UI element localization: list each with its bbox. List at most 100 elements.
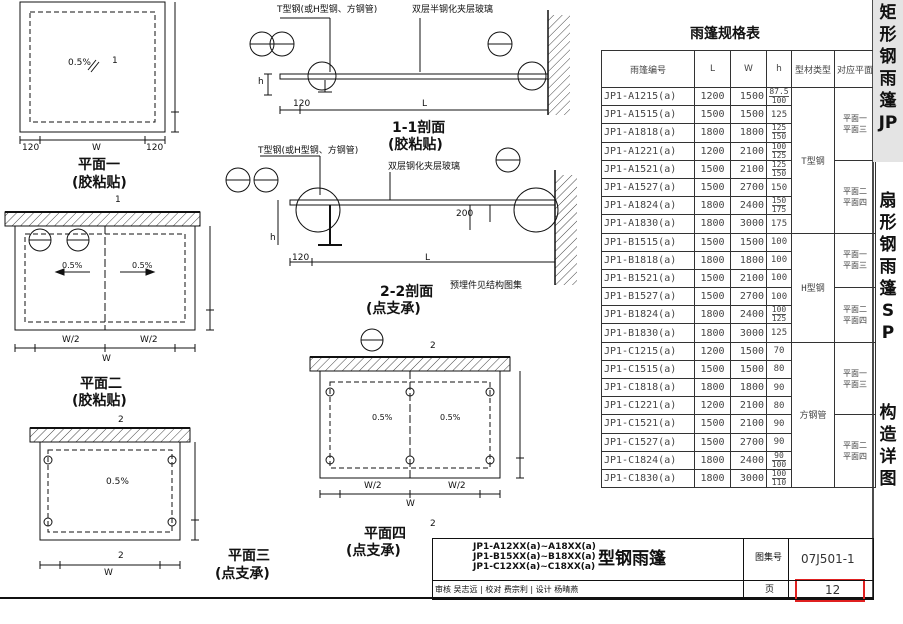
cell-no: JP1-C1521(a) [601,414,695,434]
cell-W: 1500 [730,105,767,125]
cell-h: 90 [766,414,792,434]
cell-face: 平面一 平面三 [834,87,876,161]
cell-no: JP1-A1818(a) [601,123,695,143]
spec-table-title: 雨篷规格表 [690,26,760,42]
cell-L: 1800 [694,123,731,143]
col-header-l: L [694,50,731,88]
cell-L: 1500 [694,232,731,252]
cell-face: 平面一 平面三 [834,232,876,289]
cut-mark-1b: 1 [115,195,121,205]
cell-W: 2700 [730,432,767,452]
cell-W: 2700 [730,177,767,198]
cell-W: 1500 [730,341,767,361]
section-2-2-drawing [225,147,577,285]
cell-h: 90 [766,432,792,452]
cell-W: 3000 [730,214,767,234]
spec-table-header: 雨篷编号 L W h 型材类型 对应平面 [601,50,876,88]
cell-W: 1500 [730,232,767,252]
title-divider [433,580,873,581]
cell-h: 100 [766,268,792,289]
plan-three-drawing [29,427,199,569]
cell-W: 1800 [730,250,767,270]
slope-label-plan2-left: 0.5% [62,261,83,270]
slope-label-plan1: 0.5% [68,58,91,68]
dim-w2-plan4-right: W/2 [448,481,466,491]
cell-no: JP1-C1818(a) [601,377,695,398]
title-block: JP1-A12XX(a)~A18XX(a) JP1-B15XX(a)~B18XX… [432,538,874,600]
cut-mark-1: 1 [112,56,118,66]
cell-L: 1800 [694,214,731,234]
tab-fan-steel-canopy[interactable]: 扇形钢雨篷SP [873,190,903,343]
tab-detail-drawing[interactable]: 构造详图 [873,402,903,502]
cell-W: 2400 [730,305,767,325]
atlas-number-label: 图集号 [755,553,783,563]
title-code-1: JP1-A12XX(a)~A18XX(a) [473,542,596,552]
plan-three-title: 平面三 [228,548,270,564]
cell-face: 平面二 平面四 [834,414,876,489]
plan-one-drawing [19,1,179,144]
plan-one-title: 平面一 [78,157,120,173]
dim-120-plan1-left: 120 [22,143,40,153]
cell-h: 80 [766,396,792,416]
dim-w-plan1: W [92,143,101,153]
cell-W: 2100 [730,268,767,289]
cell-L: 1800 [694,377,731,398]
section11-dim-120: 120 [293,99,311,109]
cell-W: 2400 [730,450,767,470]
cell-h: 125 [766,105,792,125]
cell-h: 125 [766,323,792,343]
slope-label-plan3: 0.5% [106,477,129,487]
page-label: 页 [765,585,775,595]
cell-no: JP1-C1515(a) [601,359,695,380]
atlas-number: 07J501-1 [801,552,855,566]
title-code-3: JP1-C12XX(a)~C18XX(a) [473,562,596,572]
tab-rect-steel-canopy[interactable]: 矩形钢雨篷JP [873,0,903,162]
section22-embed-label: 预埋件见结构图集 [450,281,523,291]
plan-two-title: 平面二 [80,376,122,392]
cell-L: 1200 [694,86,731,107]
cell-no: JP1-C1527(a) [601,432,695,452]
section-1-1-title: 1-1剖面 [392,120,446,136]
section-1-1-drawing [249,10,570,115]
cell-no: JP1-C1824(a) [601,450,695,470]
dim-w-plan4: W [406,499,415,509]
cell-W: 1800 [730,123,767,143]
section-1-1-subtitle: (胶粘贴) [388,137,443,153]
cell-W: 2400 [730,196,767,216]
cell-L: 1200 [694,141,731,161]
cell-h: 90 [766,377,792,398]
cell-no: JP1-B1818(a) [601,250,695,270]
cell-h: 175 [766,214,792,234]
cell-no: JP1-A1221(a) [601,141,695,161]
cell-L: 1800 [694,323,731,343]
col-header-face: 对应平面 [834,50,876,88]
cell-no: JP1-B1824(a) [601,305,695,325]
cell-W: 2100 [730,159,767,179]
cell-no: JP1-A1830(a) [601,214,695,234]
cell-L: 1500 [694,159,731,179]
cell-L: 1500 [694,268,731,289]
cell-L: 1800 [694,305,731,325]
cell-h: 150 [766,177,792,198]
drawing-name: 型钢雨篷 [598,549,666,569]
tab-label: 扇形钢雨篷SP [879,191,897,343]
